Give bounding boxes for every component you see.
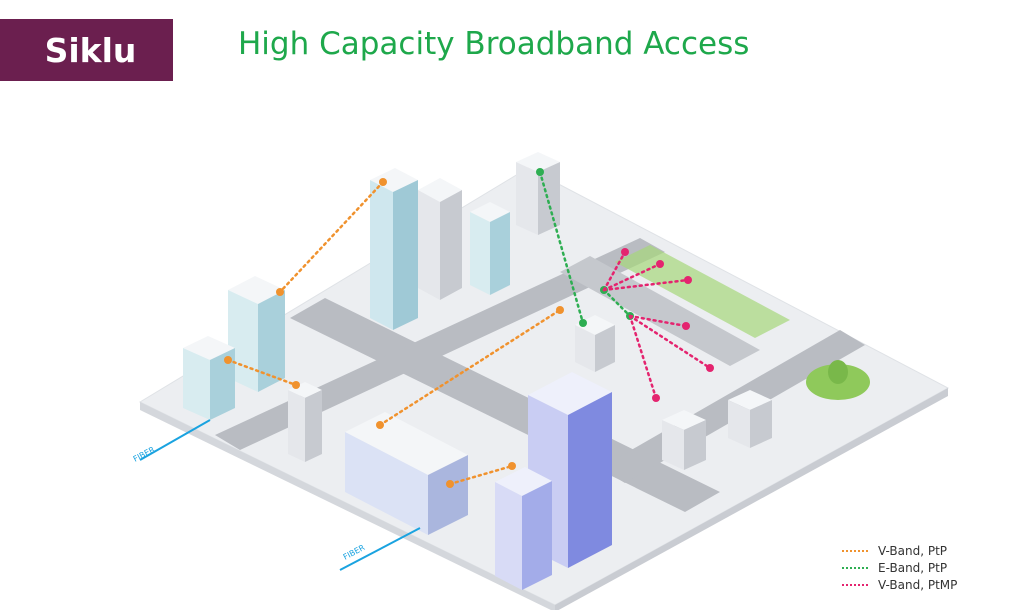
legend-swatch-green — [842, 566, 868, 569]
tower-right-1 — [470, 202, 510, 295]
v-band-ptp-nodes — [224, 178, 564, 488]
ground-edge-right — [555, 388, 948, 610]
fiber-line-2 — [339, 527, 421, 571]
v-band-ptp-links — [226, 180, 562, 486]
legend-item-v-band-ptmp: V-Band, PtMP — [842, 576, 957, 593]
tower-top — [516, 152, 560, 235]
v-band-ptmp-nodes — [621, 248, 714, 402]
ground-edge-left — [140, 402, 555, 610]
logo-text: Siklu — [44, 30, 137, 70]
legend-label: V-Band, PtP — [878, 543, 948, 558]
legend-swatch-magenta — [842, 583, 868, 586]
legend-label: E-Band, PtP — [878, 560, 948, 575]
siklu-logo: Siklu — [0, 19, 173, 81]
legend-swatch-orange — [842, 549, 868, 552]
roundabout-tree — [828, 360, 848, 384]
legend-item-v-band-ptp: V-Band, PtP — [842, 542, 957, 559]
legend-label: V-Band, PtMP — [878, 577, 958, 592]
lawn-area — [615, 245, 790, 338]
road-side — [560, 256, 760, 366]
building-cluster-center — [575, 315, 615, 372]
v-band-ptmp-links — [602, 250, 712, 400]
fiber-line-1 — [139, 419, 211, 461]
building-east-2 — [662, 410, 706, 470]
legend: V-Band, PtP E-Band, PtP V-Band, PtMP — [842, 542, 957, 593]
legend-item-e-band-ptp: E-Band, PtP — [842, 559, 957, 576]
building-east-1 — [728, 390, 772, 448]
glass-tower-short — [495, 467, 552, 590]
road-cross-1 — [215, 238, 665, 450]
e-band-ptp-links — [538, 170, 632, 325]
office-block — [345, 412, 468, 535]
tower-mid — [418, 178, 462, 300]
building-center-small — [288, 382, 322, 462]
fiber-label-1: FIBER — [132, 445, 157, 464]
building-far-west — [183, 336, 235, 420]
tower-left — [370, 168, 418, 330]
page-title: High Capacity Broadband Access — [238, 26, 750, 62]
building-west — [228, 276, 285, 392]
